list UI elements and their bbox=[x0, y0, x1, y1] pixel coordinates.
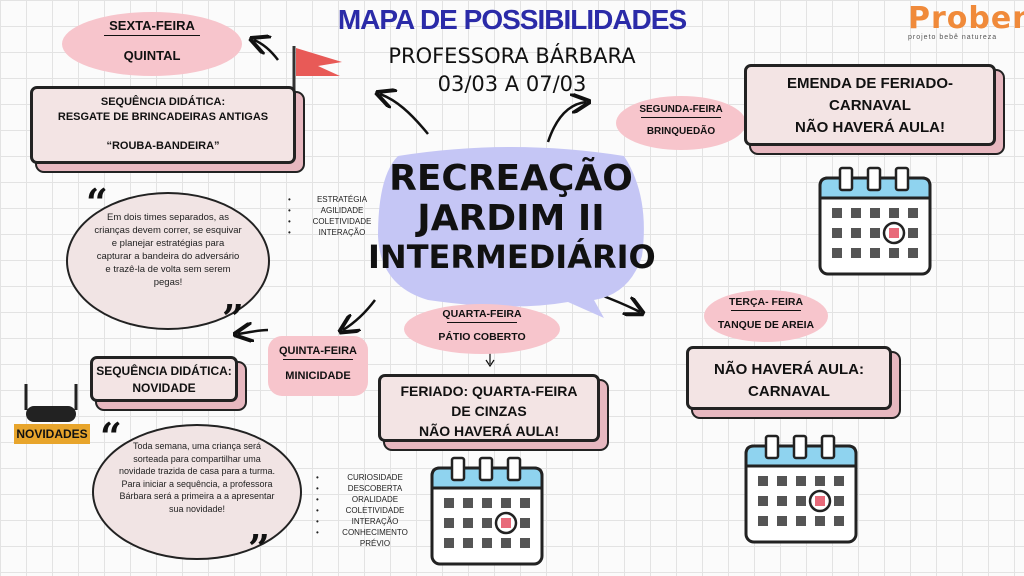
week-dates: 03/03 A 07/03 bbox=[437, 72, 587, 96]
logo: Proben projeto bebê natureza bbox=[908, 1, 1024, 50]
wednesday-day: QUARTA-FEIRA bbox=[442, 308, 522, 320]
monday-card-line1: EMENDA DE FERIADO- bbox=[786, 75, 954, 92]
friday-card-line1: SEQUÊNCIA DIDÁTICA: bbox=[100, 96, 226, 108]
calendar-icon bbox=[818, 166, 932, 276]
monday-day: SEGUNDA-FEIRA bbox=[639, 104, 723, 115]
friday-divider bbox=[104, 35, 200, 36]
thursday-card-line1: SEQUÊNCIA DIDÁTICA: bbox=[96, 364, 232, 378]
tuesday-day: TERÇA- FEIRA bbox=[728, 296, 804, 308]
quote-close-icon: ” bbox=[222, 296, 244, 341]
wednesday-divider bbox=[447, 322, 517, 323]
thursday-card-line2: NOVIDADE bbox=[132, 381, 196, 395]
friday-tags: ESTRATÉGIA AGILIDADE COLETIVIDADE INTERA… bbox=[288, 194, 382, 238]
quote-close-icon: ” bbox=[248, 526, 270, 571]
wednesday-card-line2: DE CINZAS bbox=[451, 403, 527, 419]
friday-pill: SEXTA-FEIRA QUINTAL bbox=[62, 12, 242, 76]
thursday-pill: QUINTA-FEIRA MINICIDADE bbox=[268, 336, 368, 396]
logo-name: Proben bbox=[908, 1, 1024, 36]
thursday-description-bubble: Toda semana, uma criança será sorteada p… bbox=[92, 424, 302, 560]
monday-card-line2: CARNAVAL bbox=[829, 97, 911, 114]
tuesday-card-line2: CARNAVAL bbox=[748, 383, 830, 400]
thursday-tag: COLETIVIDADE bbox=[316, 505, 420, 516]
monday-card-line3: NÃO HAVERÁ AULA! bbox=[795, 119, 945, 136]
friday-description-bubble: Em dois times separados, as crianças dev… bbox=[66, 192, 270, 330]
wednesday-card-line1: FERIADO: QUARTA-FEIRA bbox=[400, 383, 578, 399]
thursday-tags: CURIOSIDADE DESCOBERTA ORALIDADE COLETIV… bbox=[316, 472, 420, 549]
logo-tagline: projeto bebê natureza bbox=[908, 34, 998, 41]
thursday-card: SEQUÊNCIA DIDÁTICA: NOVIDADE bbox=[90, 356, 238, 402]
monday-card: EMENDA DE FERIADO- CARNAVAL NÃO HAVERÁ A… bbox=[744, 64, 996, 146]
tuesday-card: NÃO HAVERÁ AULA: CARNAVAL bbox=[686, 346, 892, 410]
tuesday-card-line1: NÃO HAVERÁ AULA: bbox=[714, 361, 864, 378]
friday-card: SEQUÊNCIA DIDÁTICA: RESGATE DE BRINCADEI… bbox=[30, 86, 296, 164]
tuesday-place: TANQUE DE AREIA bbox=[717, 319, 815, 331]
center-cloud: RECREAÇÃO JARDIM II INTERMEDIÁRIO bbox=[368, 136, 656, 326]
friday-day: SEXTA-FEIRA bbox=[109, 18, 195, 33]
thursday-tag: INTERAÇÃO bbox=[316, 516, 420, 527]
friday-card-line2: RESGATE DE BRINCADEIRAS ANTIGAS bbox=[57, 111, 269, 123]
friday-place: QUINTAL bbox=[123, 48, 181, 63]
friday-description: Em dois times separados, as crianças dev… bbox=[94, 212, 242, 288]
quote-open-icon: “ bbox=[100, 414, 122, 459]
wednesday-card: FERIADO: QUARTA-FEIRA DE CINZAS NÃO HAVE… bbox=[378, 374, 600, 442]
friday-tag: ESTRATÉGIA bbox=[288, 194, 382, 205]
center-title-line1: RECREAÇÃO bbox=[389, 158, 633, 199]
monday-divider bbox=[641, 117, 721, 118]
thursday-description: Toda semana, uma criança será sorteada p… bbox=[118, 441, 276, 514]
quote-open-icon: “ bbox=[86, 180, 108, 225]
wednesday-place: PÁTIO COBERTO bbox=[438, 331, 526, 343]
thursday-tag: CURIOSIDADE bbox=[316, 472, 420, 483]
monday-place: BRINQUEDÃO bbox=[646, 126, 716, 137]
friday-card-line3: “ROUBA-BANDEIRA” bbox=[106, 140, 220, 152]
center-title-line2: JARDIM II bbox=[417, 198, 605, 239]
calendar-icon bbox=[430, 456, 544, 566]
calendar-icon bbox=[744, 434, 858, 544]
thursday-divider bbox=[283, 359, 353, 360]
tuesday-pill: TERÇA- FEIRA TANQUE DE AREIA bbox=[704, 290, 828, 342]
wednesday-card-line3: NÃO HAVERÁ AULA! bbox=[419, 423, 559, 439]
map-title: MAPA DE POSSIBILIDADES bbox=[337, 4, 687, 35]
thursday-day: QUINTA-FEIRA bbox=[278, 345, 357, 357]
thursday-tag: ORALIDADE bbox=[316, 494, 420, 505]
news-badge: NOVIDADES bbox=[16, 427, 88, 441]
flag-icon bbox=[292, 46, 342, 100]
thursday-tag: CONHECIMENTO PRÉVIO bbox=[316, 527, 420, 549]
friday-tag: COLETIVIDADE bbox=[288, 216, 382, 227]
monday-pill: SEGUNDA-FEIRA BRINQUEDÃO bbox=[616, 96, 746, 150]
thursday-tag: DESCOBERTA bbox=[316, 483, 420, 494]
friday-tag: INTERAÇÃO bbox=[288, 227, 382, 238]
friday-tag: AGILIDADE bbox=[288, 205, 382, 216]
wednesday-pill: QUARTA-FEIRA PÁTIO COBERTO bbox=[404, 304, 560, 354]
center-title-line3: INTERMEDIÁRIO bbox=[368, 238, 656, 276]
tuesday-divider bbox=[731, 310, 801, 311]
thursday-place: MINICIDADE bbox=[285, 370, 351, 382]
teacher-name: PROFESSORA BÁRBARA bbox=[388, 44, 636, 68]
megaphone-icon: NOVIDADES bbox=[10, 380, 92, 446]
